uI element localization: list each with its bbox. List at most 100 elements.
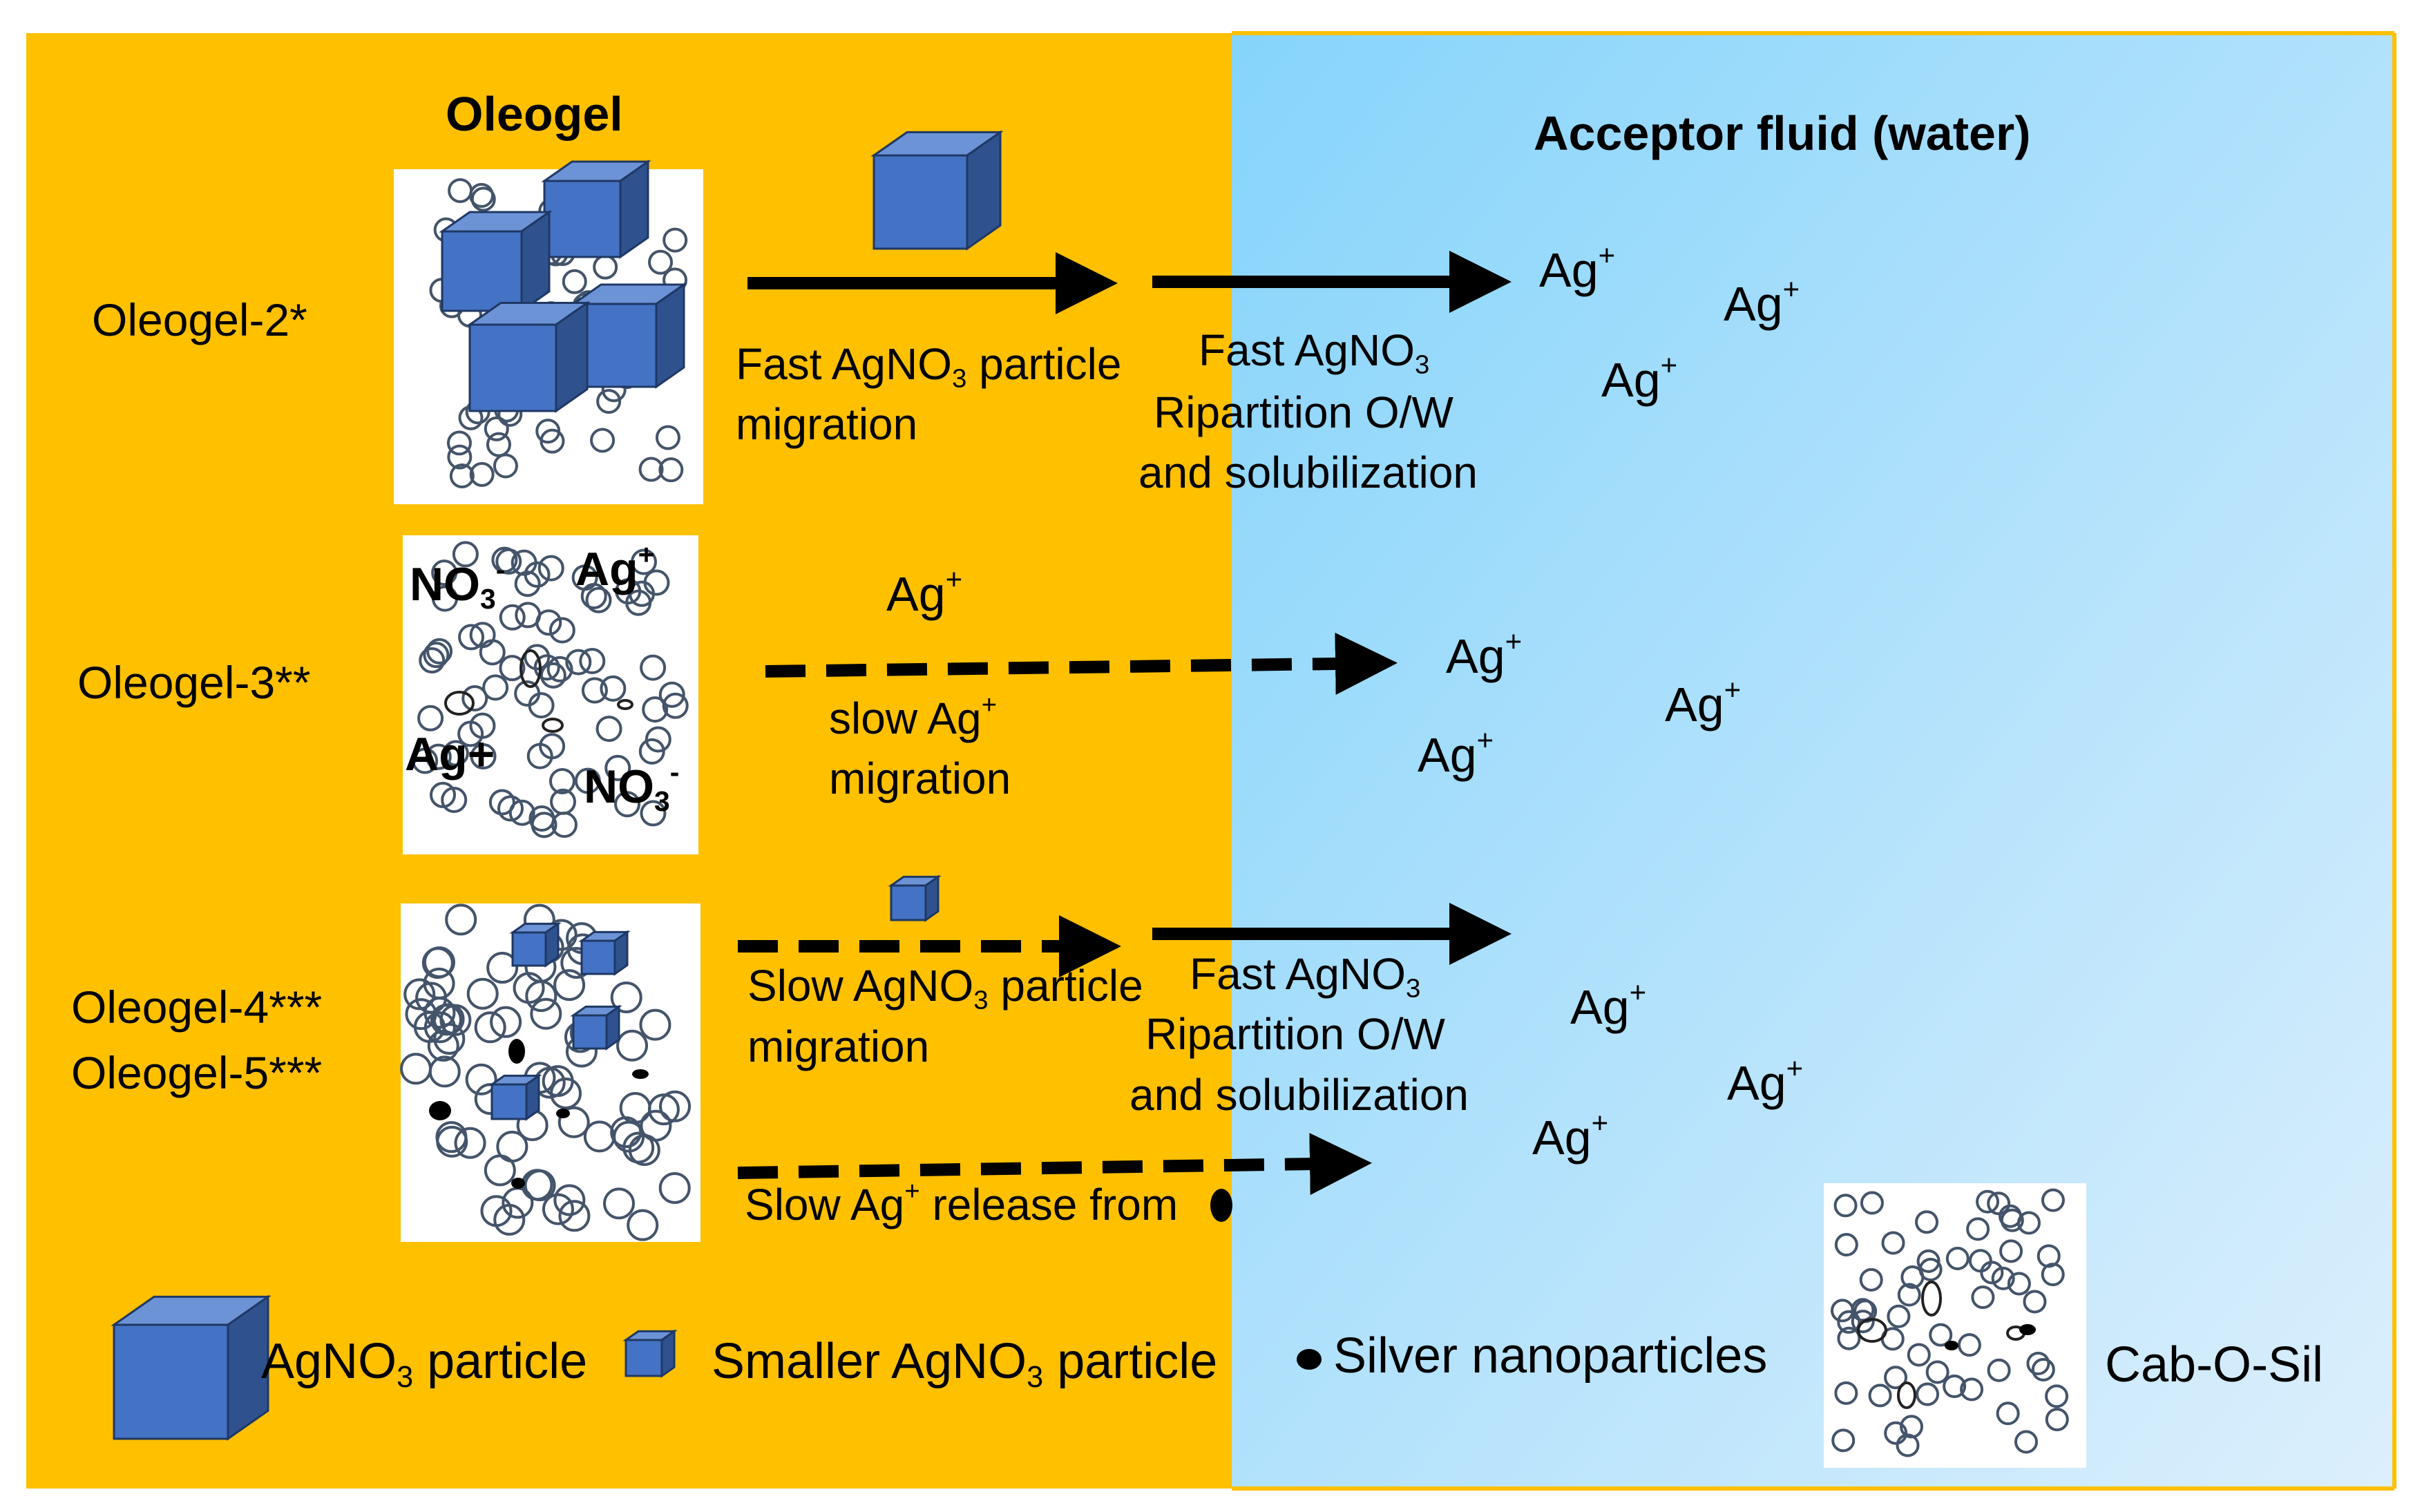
- silver-nanoparticle-dot: [632, 1069, 649, 1079]
- silica-circle: [524, 644, 551, 671]
- silica-circle: [1996, 1401, 2020, 1426]
- silica-circle: [2023, 1290, 2047, 1314]
- silica-circle: [2031, 1357, 2055, 1381]
- silica-circle: [1851, 1310, 1875, 1334]
- oleogel-4-label: Oleogel-4***: [71, 982, 323, 1033]
- fast-agno3-caption-1: Fast AgNO3: [1199, 325, 1430, 380]
- pore-ellipse: [617, 699, 633, 710]
- silica-circle: [638, 738, 665, 765]
- silica-circle: [514, 571, 541, 597]
- silica-circle: [631, 548, 658, 575]
- silica-circle: [1980, 1261, 2004, 1285]
- silica-circle: [417, 705, 444, 731]
- agno3-cube: [466, 300, 591, 413]
- silica-circle: [595, 716, 622, 743]
- silica-circle: [1834, 1233, 1858, 1257]
- silica-circle: [562, 269, 587, 294]
- ag-ion: Ag+: [1724, 272, 1800, 331]
- silica-circle: [2016, 1211, 2041, 1235]
- cube-front-face: [572, 1014, 608, 1050]
- cube-side-face: [660, 1329, 676, 1378]
- oleogel-2-label: Oleogel-2*: [92, 294, 307, 345]
- migration-caption-3: migration: [747, 1022, 930, 1071]
- silica-circle: [645, 726, 671, 753]
- silica-circle: [441, 786, 468, 813]
- ripartition-caption-1: Ripartition O/W: [1154, 387, 1453, 437]
- nitrate-ion: NO3-: [584, 756, 680, 818]
- pore-ellipse: [519, 649, 542, 688]
- silica-circle: [625, 589, 652, 616]
- silica-circle: [515, 602, 542, 629]
- silica-circle: [558, 1200, 591, 1232]
- silica-circle: [603, 1187, 636, 1220]
- slow-ag-migration-caption: slow Ag+: [829, 690, 997, 743]
- silica-circle: [546, 655, 573, 682]
- cube-front-face: [580, 939, 616, 975]
- silica-circle: [1837, 1326, 1861, 1350]
- silica-circle: [508, 799, 535, 826]
- silica-circle: [2014, 1430, 2039, 1454]
- slow-particle-migration-caption: Slow AgNO3 particle: [747, 961, 1143, 1015]
- silica-circle: [458, 624, 485, 651]
- ag-ion: Ag+: [1665, 673, 1742, 731]
- silver-nanoparticle-dot: [1945, 1341, 1958, 1350]
- silica-circle: [549, 767, 575, 794]
- silica-circle: [1991, 1266, 2015, 1290]
- silica-circle: [1925, 1360, 1949, 1384]
- silica-circle: [540, 428, 565, 454]
- silica-circle: [423, 1011, 456, 1044]
- silica-circle: [403, 978, 436, 1011]
- silica-circle: [1884, 1366, 1908, 1390]
- silica-circle: [659, 1090, 692, 1122]
- silica-circle: [643, 569, 670, 596]
- silica-circle: [2045, 1384, 2069, 1408]
- silica-circle: [1915, 1210, 1939, 1234]
- ag-ion: Ag+: [405, 728, 495, 781]
- ag-ion: Ag+: [1570, 975, 1647, 1034]
- ag-ion: Ag+: [1727, 1051, 1804, 1110]
- silica-circle: [1987, 1192, 2011, 1216]
- silica-circle: [469, 712, 496, 739]
- silica-circle: [627, 1209, 659, 1241]
- slow-release-caption: Slow Ag+ release from: [745, 1176, 1179, 1229]
- silica-circle: [1887, 1304, 1911, 1328]
- silica-circle: [1860, 1191, 1884, 1215]
- silica-circle: [528, 692, 555, 719]
- oleogel-3-label: Oleogel-3**: [77, 657, 311, 708]
- silica-circle: [1960, 1377, 1984, 1401]
- fast-agno3-caption-2: Fast AgNO3: [1190, 949, 1421, 1004]
- cube-side-face: [544, 921, 560, 968]
- pore-ellipse: [1897, 1381, 1916, 1409]
- silica-circle: [565, 649, 592, 676]
- silica-circle: [419, 647, 446, 674]
- silica-circle: [2041, 1263, 2065, 1287]
- silica-circle: [1897, 1283, 1921, 1307]
- silica-circle: [1916, 1382, 1940, 1406]
- cube-front-face: [468, 323, 557, 412]
- legend-agno3-particle: AgNO3 particle: [261, 1334, 588, 1394]
- silica-circle: [590, 428, 616, 453]
- silica-circle: [540, 662, 566, 689]
- silver-nanoparticles-group: [429, 1039, 2036, 1370]
- cube-front-face: [441, 230, 523, 312]
- silica-circle: [480, 1195, 513, 1227]
- silica-circle: [1833, 1194, 1858, 1218]
- legend-agno3-cube: [111, 1294, 271, 1441]
- small-agno3-cube: [488, 1073, 542, 1121]
- silver-nanoparticle-dot: [1297, 1349, 1322, 1370]
- ripartition-caption-2: Ripartition O/W: [1145, 1009, 1445, 1059]
- cube-side-face: [613, 930, 629, 976]
- silica-circle: [497, 795, 524, 822]
- cube-front-face: [543, 180, 622, 258]
- silica-circle: [542, 1193, 574, 1225]
- silica-circle: [493, 453, 518, 479]
- silica-circle: [495, 548, 522, 575]
- ag-ion: Ag+: [575, 538, 655, 595]
- cube-front-face: [511, 931, 547, 967]
- silica-circle: [2026, 1352, 2050, 1376]
- silica-circle: [639, 1008, 671, 1041]
- silica-circle: [539, 733, 566, 760]
- silica-circle: [642, 696, 669, 723]
- silver-nanoparticle-dot: [1210, 1189, 1232, 1222]
